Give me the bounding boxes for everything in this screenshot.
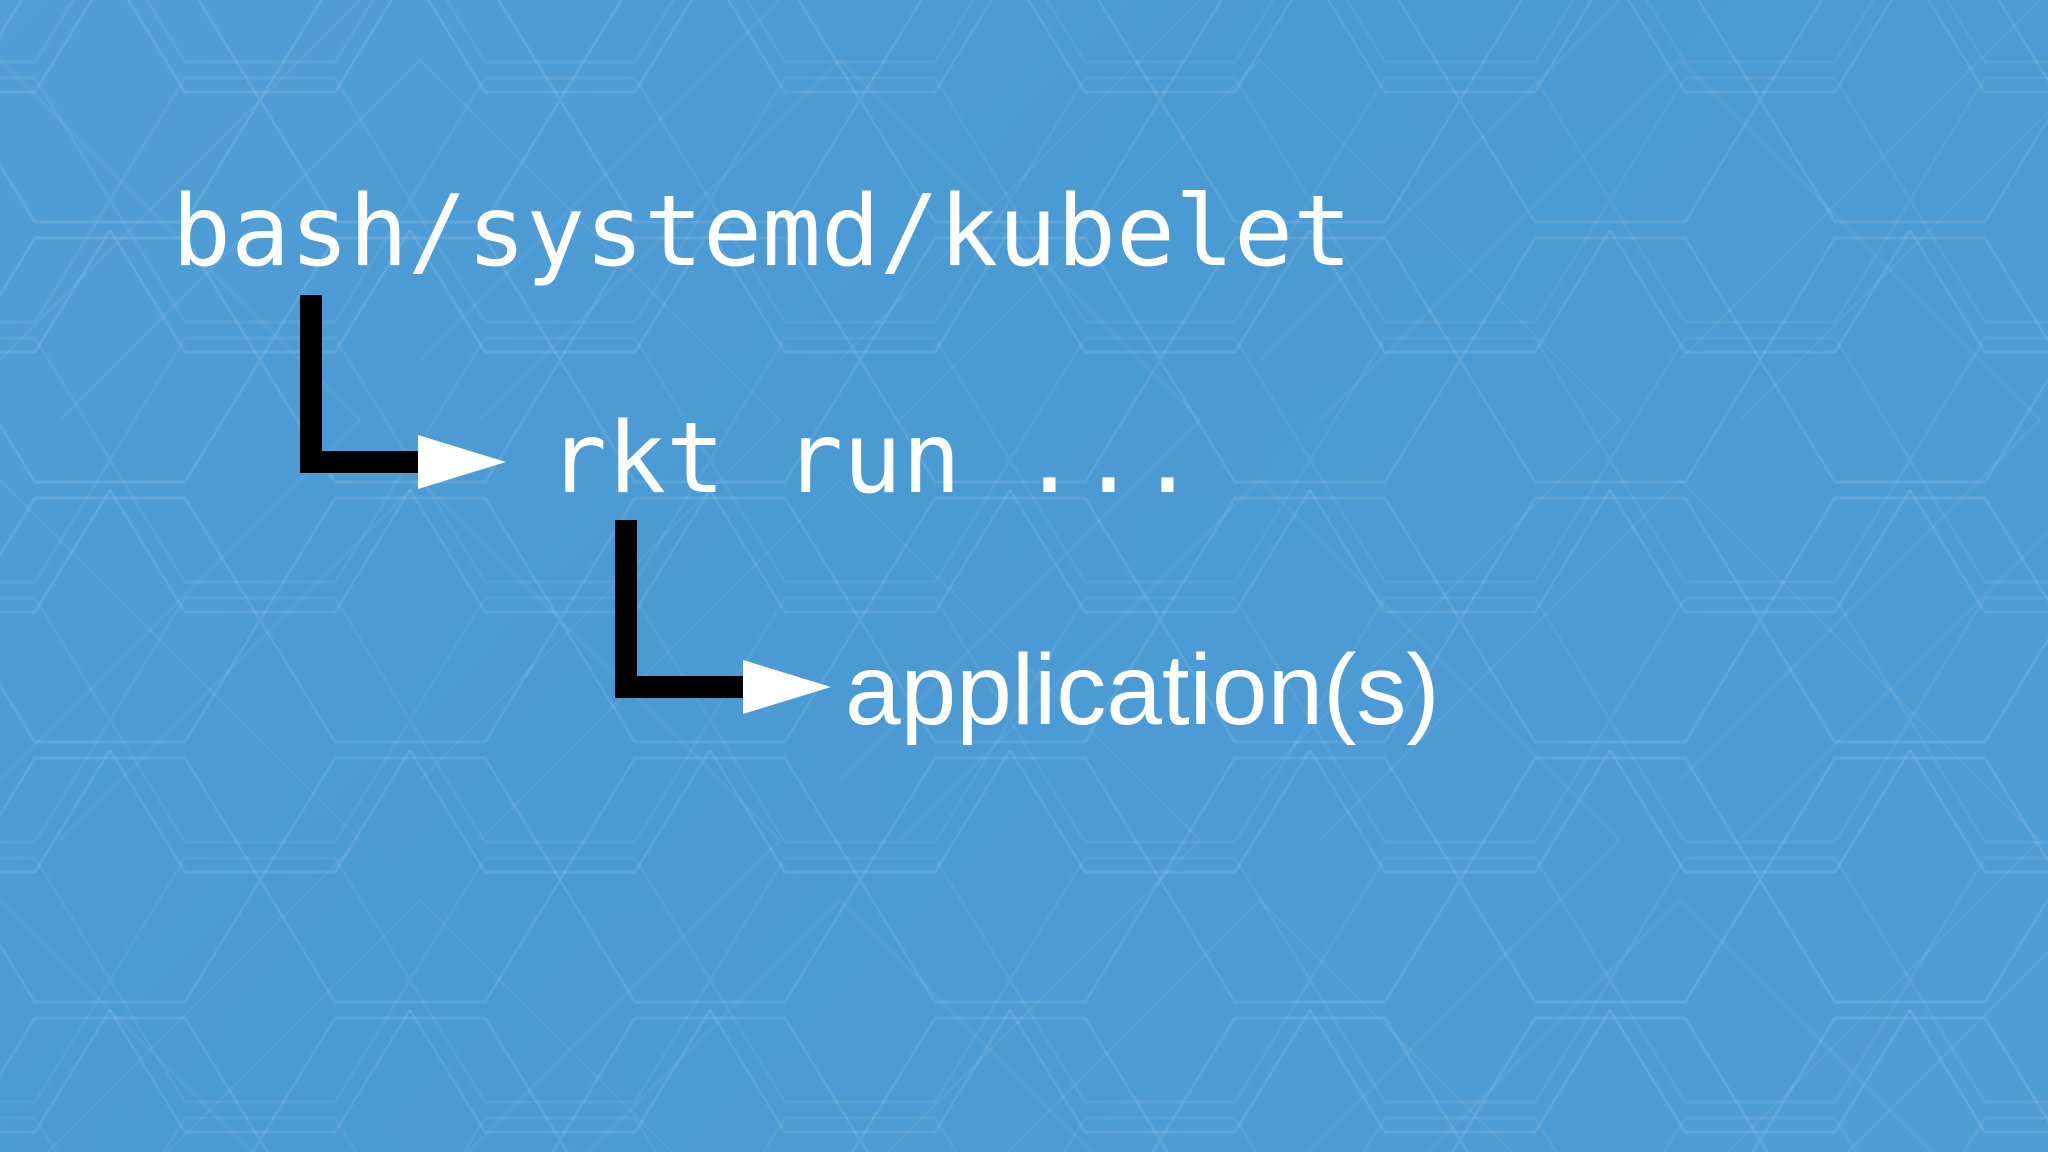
node-bash-systemd-kubelet: bash/systemd/kubelet [172,175,1353,289]
node-rkt-run: rkt run ... [548,402,1198,516]
node-applications: application(s) [845,634,1440,746]
connector-root-to-rkt-arrow [300,295,506,489]
connector-rkt-to-application-arrow [615,520,831,714]
